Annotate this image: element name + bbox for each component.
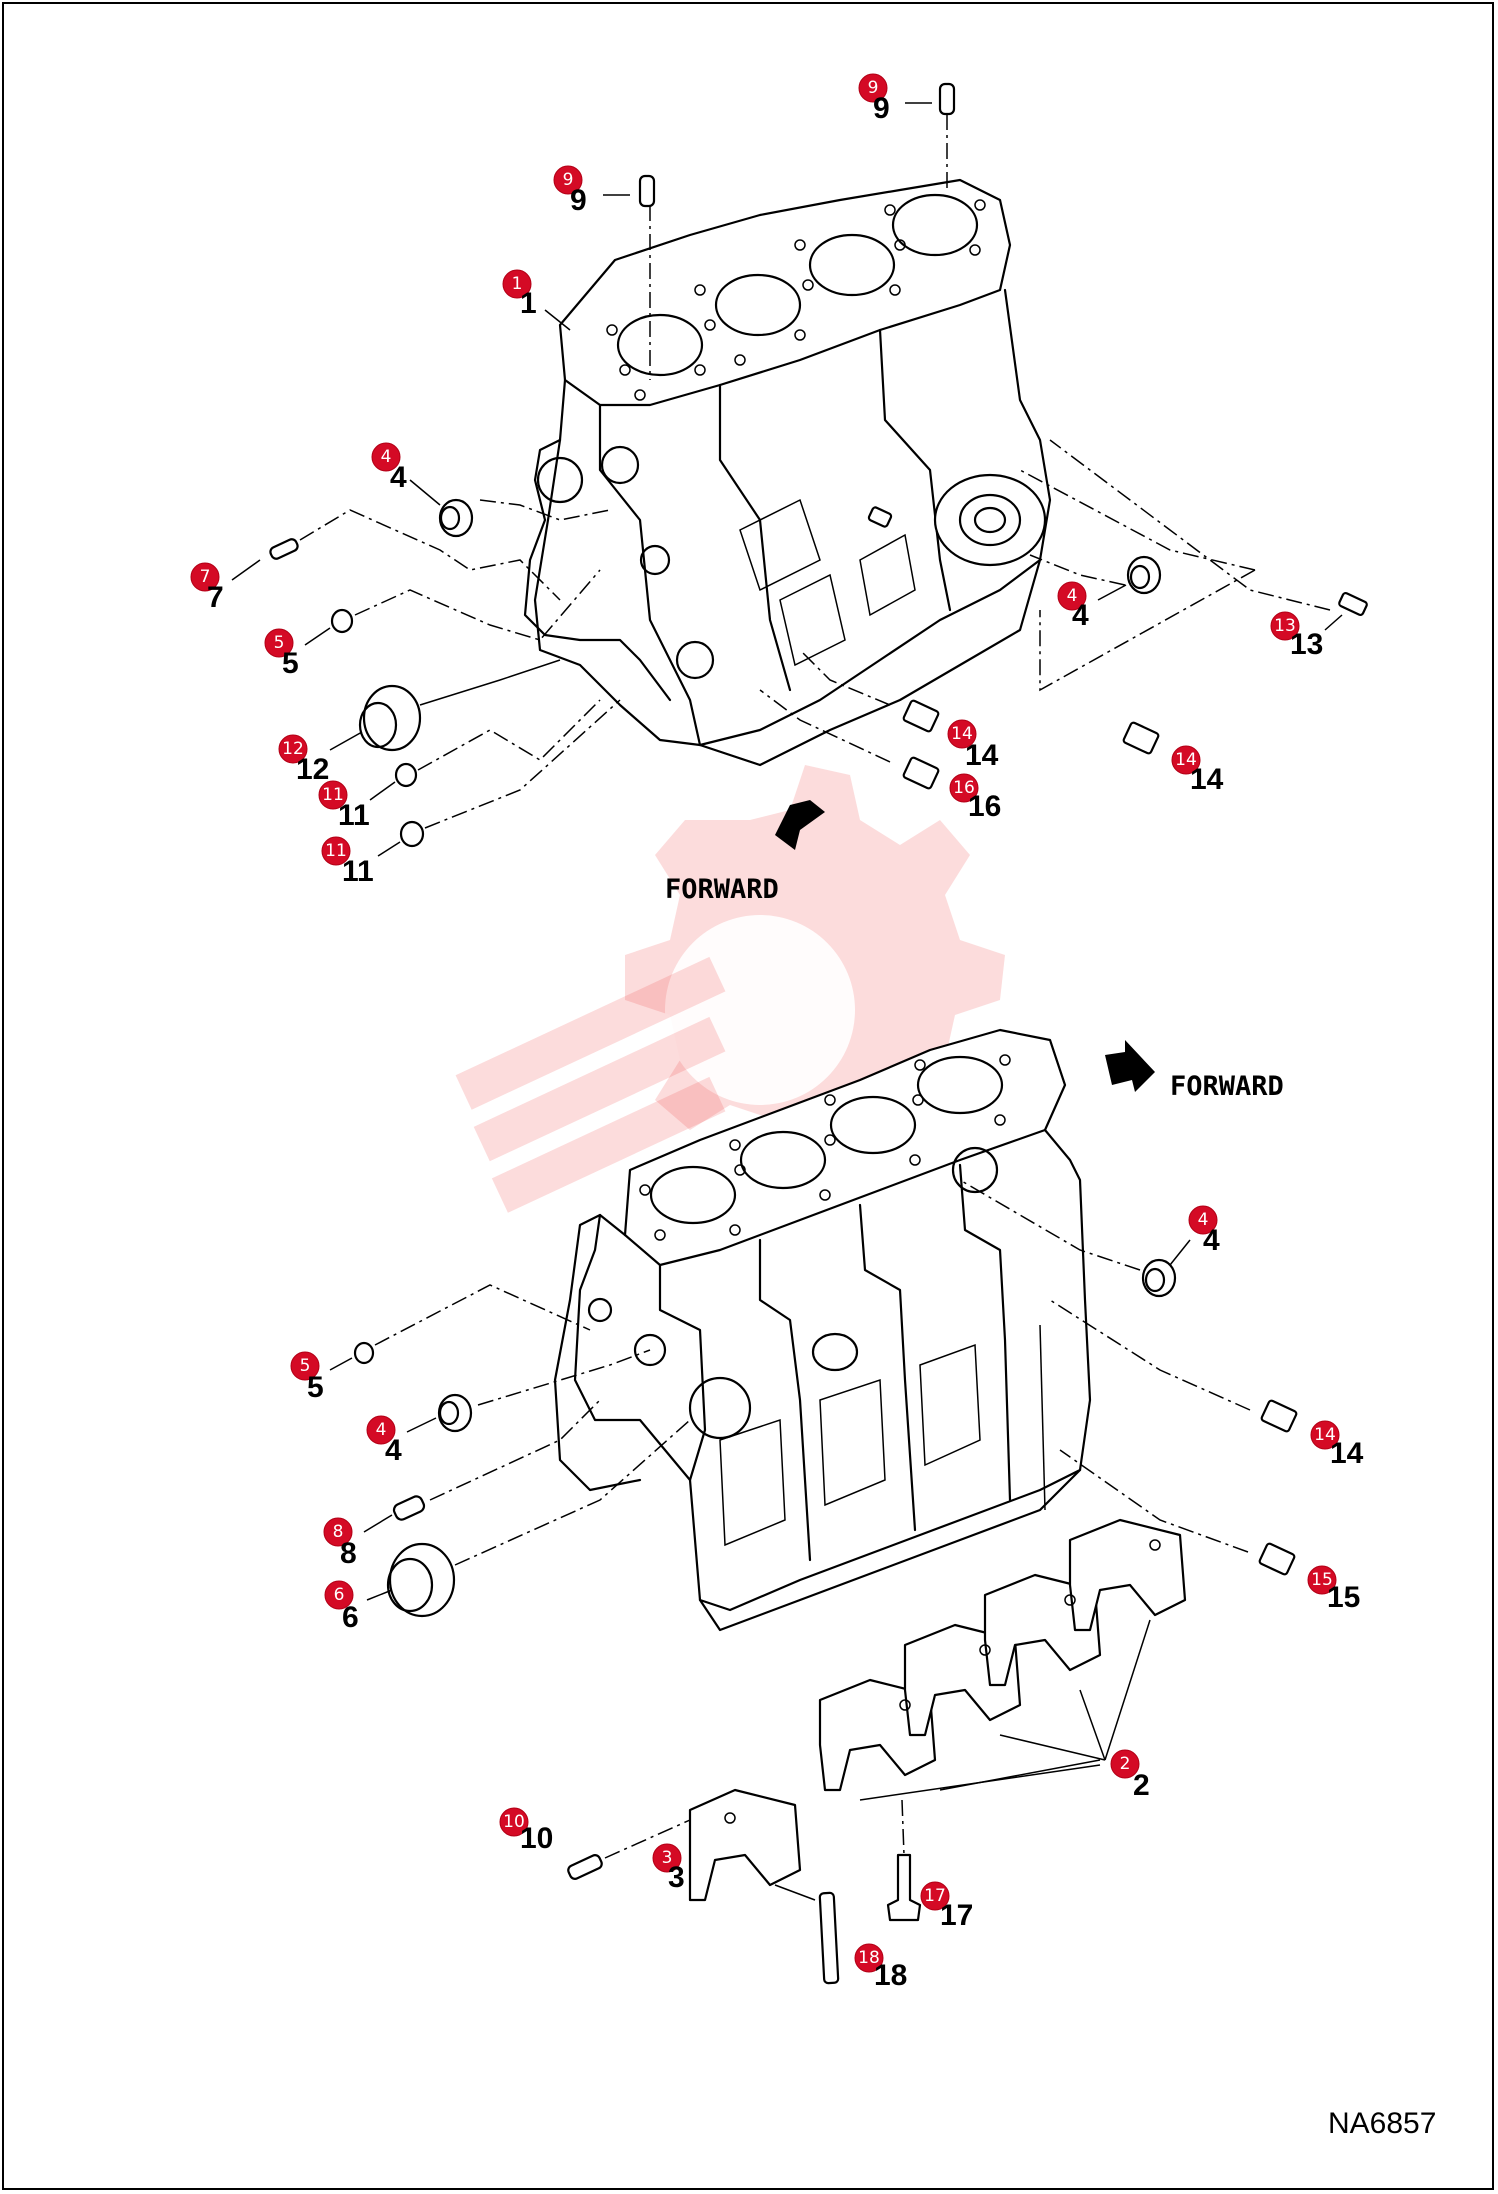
svg-text:14: 14	[965, 739, 999, 772]
upper-forward-arrow-icon	[775, 800, 825, 850]
svg-text:4: 4	[376, 1420, 387, 1440]
lower-parts	[353, 1179, 1298, 1985]
svg-text:8: 8	[340, 1537, 357, 1570]
svg-text:1: 1	[512, 274, 523, 294]
callout-15: 15 15	[1307, 1565, 1360, 1614]
svg-text:5: 5	[274, 633, 285, 653]
svg-text:3: 3	[668, 1861, 685, 1894]
callout-4a: 4 4	[371, 442, 441, 506]
svg-text:7: 7	[207, 581, 224, 614]
callout-8: 8 8	[323, 1514, 393, 1570]
lower-cylinder-block	[553, 1028, 1092, 1632]
svg-text:4: 4	[381, 447, 392, 467]
svg-text:17: 17	[924, 1886, 946, 1906]
svg-text:9: 9	[570, 184, 587, 217]
svg-text:10: 10	[520, 1822, 553, 1855]
callout-9a: 9 9	[858, 73, 932, 125]
upper-parts	[269, 82, 1368, 848]
callout-10: 10 10	[499, 1807, 553, 1855]
callout-14c: 14 14	[1310, 1420, 1364, 1470]
callout-5a: 5 5	[264, 627, 331, 680]
svg-text:9: 9	[873, 92, 890, 125]
svg-text:1: 1	[520, 287, 537, 320]
svg-text:8: 8	[333, 1522, 344, 1542]
svg-text:9: 9	[563, 170, 574, 190]
callout-16: 16 16	[949, 773, 1001, 823]
callout-6: 6 6	[324, 1580, 393, 1634]
lower-forward-label: FORWARD	[1170, 1071, 1284, 1102]
svg-text:11: 11	[325, 841, 347, 861]
svg-text:4: 4	[1067, 586, 1078, 606]
svg-text:6: 6	[334, 1585, 345, 1605]
callout-13: 13 13	[1270, 611, 1343, 661]
callout-7: 7 7	[190, 559, 261, 614]
callout-12: 12 12	[278, 731, 363, 786]
upper-cylinder-block	[523, 178, 1052, 767]
svg-text:6: 6	[342, 1601, 359, 1634]
svg-text:12: 12	[282, 739, 304, 759]
svg-text:5: 5	[300, 1356, 311, 1376]
callout-9b: 9 9	[553, 165, 630, 217]
svg-text:5: 5	[307, 1371, 324, 1404]
callout-2: 2 2	[1110, 1749, 1150, 1802]
svg-text:4: 4	[390, 461, 407, 494]
svg-text:5: 5	[282, 647, 299, 680]
svg-text:15: 15	[1311, 1570, 1333, 1590]
svg-text:16: 16	[953, 778, 975, 798]
callout-4d: 4 4	[366, 1415, 437, 1467]
svg-text:11: 11	[342, 855, 374, 888]
svg-text:4: 4	[1203, 1224, 1220, 1257]
svg-text:14: 14	[1190, 763, 1224, 796]
callout-3: 3 3	[652, 1843, 685, 1894]
svg-text:17: 17	[940, 1899, 973, 1932]
callout-11b: 11 11	[321, 836, 401, 888]
svg-text:4: 4	[1072, 599, 1089, 632]
svg-text:11: 11	[322, 785, 344, 805]
svg-text:14: 14	[1314, 1425, 1336, 1445]
callout-18: 18 18	[854, 1943, 907, 1992]
svg-text:10: 10	[503, 1812, 525, 1832]
callout-5b: 5 5	[290, 1351, 353, 1404]
svg-text:13: 13	[1274, 616, 1296, 636]
svg-text:2: 2	[1120, 1754, 1131, 1774]
svg-text:7: 7	[200, 567, 211, 587]
lower-forward-arrow-icon	[1105, 1040, 1155, 1092]
callout-1: 1 1	[502, 269, 571, 331]
svg-text:9: 9	[868, 78, 879, 98]
svg-text:4: 4	[1198, 1210, 1209, 1230]
reference-code: NA6857	[1328, 2107, 1436, 2140]
svg-text:13: 13	[1290, 628, 1323, 661]
svg-text:11: 11	[338, 799, 370, 832]
callout-4b: 4 4	[1057, 581, 1127, 632]
callout-14b: 14 14	[1171, 745, 1224, 796]
svg-text:3: 3	[662, 1848, 673, 1868]
svg-text:4: 4	[385, 1434, 402, 1467]
upper-forward-label: FORWARD	[665, 874, 779, 905]
callout-14a: 14 14	[947, 719, 999, 772]
svg-text:14: 14	[951, 724, 973, 744]
svg-text:18: 18	[858, 1948, 880, 1968]
svg-text:14: 14	[1330, 1437, 1364, 1470]
callout-11a: 11 11	[318, 780, 396, 832]
svg-text:12: 12	[296, 753, 329, 786]
callout-17: 17 17	[920, 1881, 973, 1932]
svg-text:15: 15	[1327, 1581, 1360, 1614]
callout-4c: 4 4	[1169, 1205, 1220, 1266]
svg-text:2: 2	[1133, 1769, 1150, 1802]
main-bearing-caps	[688, 1518, 1187, 1902]
svg-text:16: 16	[968, 790, 1001, 823]
svg-text:18: 18	[874, 1959, 907, 1992]
svg-text:14: 14	[1175, 750, 1197, 770]
